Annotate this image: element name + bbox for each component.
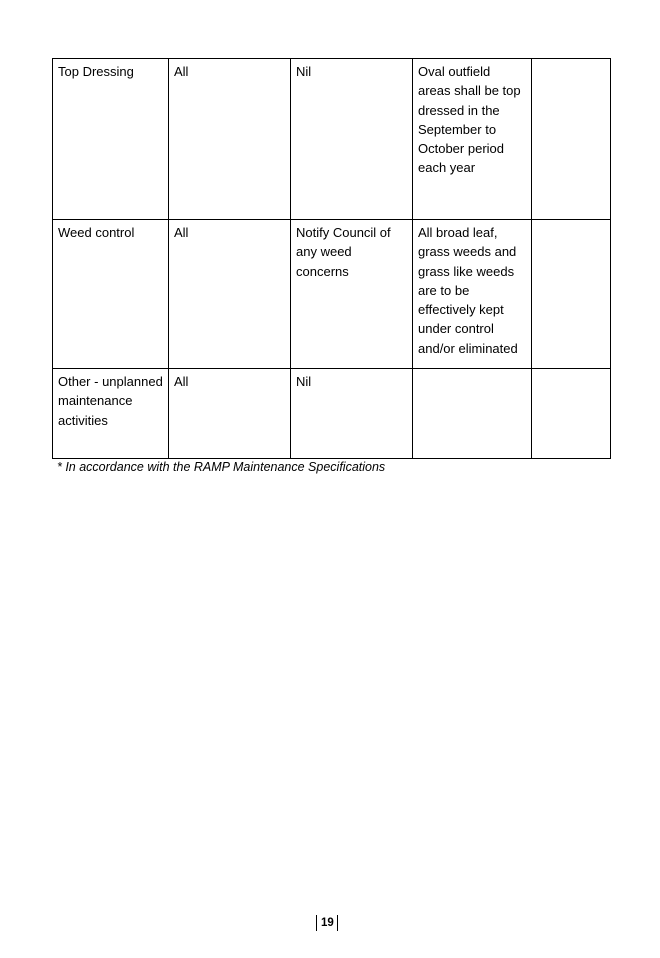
locations-cell: All [168,368,291,459]
maintenance-table: Top Dressing All Nil Oval outfield areas… [52,58,611,459]
responsibility-cell: Notify Council of any weed concerns [290,219,413,369]
table-row: Other - unplanned maintenance activities… [52,368,611,459]
activity-cell: Other - unplanned maintenance activities [52,368,169,459]
locations-cell: All [168,219,291,369]
activity-cell: Top Dressing [52,58,169,220]
notes-cell [531,368,611,459]
standard-cell [412,368,532,459]
table-row: Top Dressing All Nil Oval outfield areas… [52,58,611,220]
standard-cell: All broad leaf, grass weeds and grass li… [412,219,532,369]
table-footnote: * In accordance with the RAMP Maintenanc… [57,460,386,474]
table-row: Weed control All Notify Council of any w… [52,219,611,369]
activity-cell: Weed control [52,219,169,369]
locations-cell: All [168,58,291,220]
page-number: 19 [316,915,338,931]
responsibility-cell: Nil [290,58,413,220]
standard-cell: Oval outfield areas shall be top dressed… [412,58,532,220]
responsibility-cell: Nil [290,368,413,459]
notes-cell [531,58,611,220]
notes-cell [531,219,611,369]
